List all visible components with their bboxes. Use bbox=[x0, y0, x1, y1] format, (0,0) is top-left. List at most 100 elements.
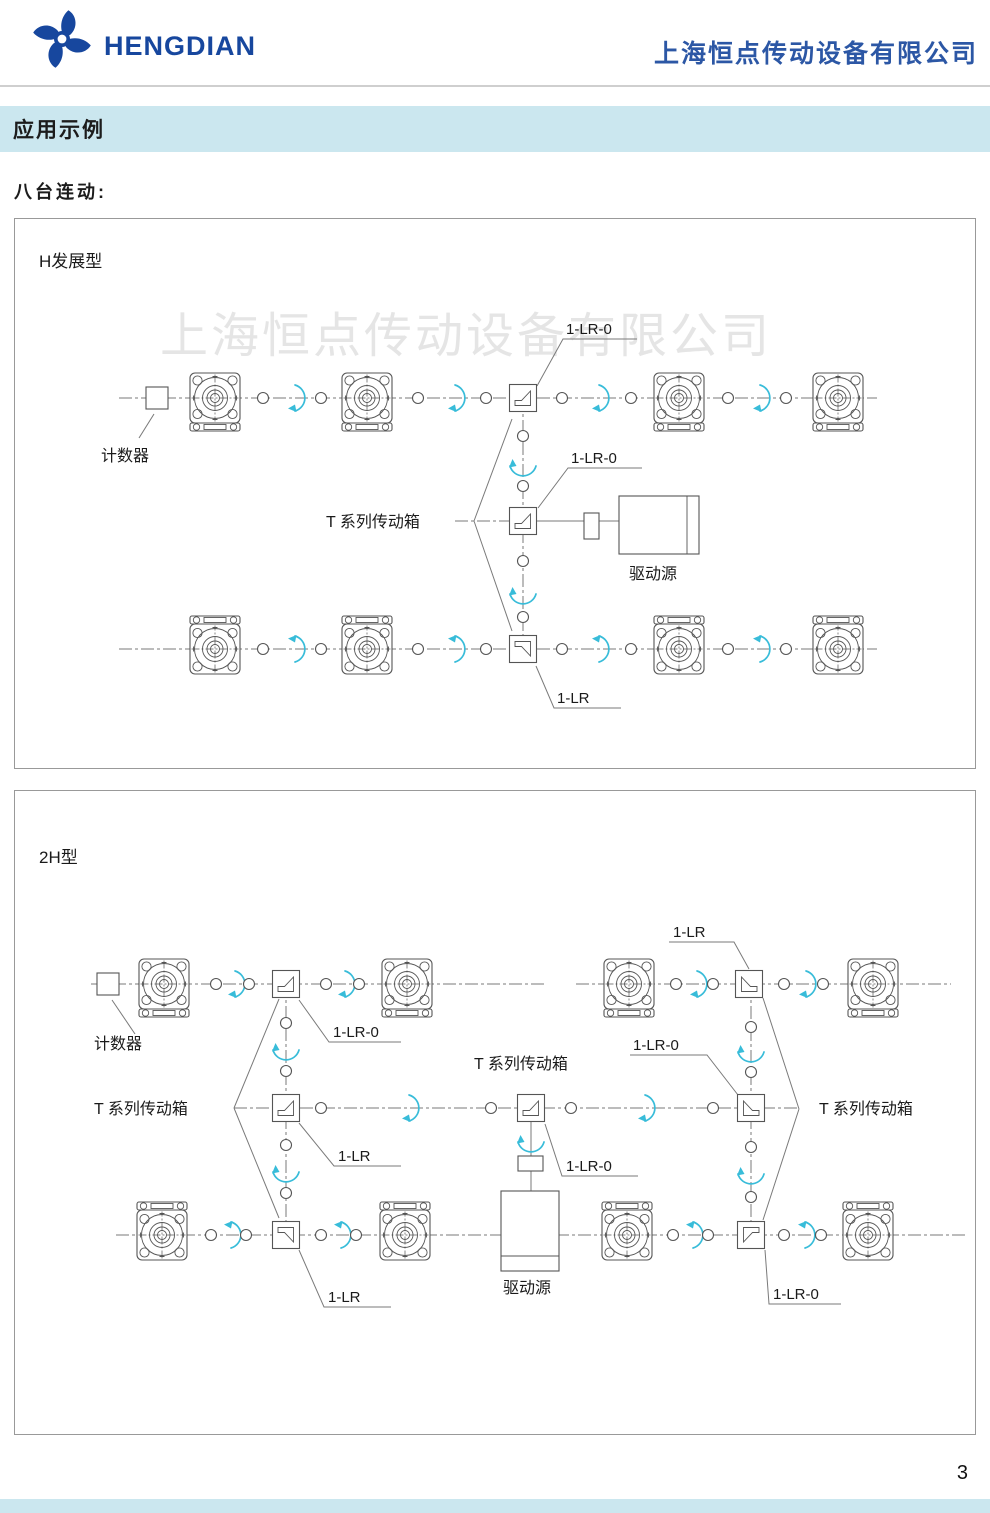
coupling-icon bbox=[484, 1101, 498, 1115]
label-1-lr: 1-LR bbox=[557, 690, 590, 707]
leader-line bbox=[764, 1249, 841, 1305]
gearbox-icon bbox=[189, 615, 241, 675]
coupling-icon bbox=[352, 977, 366, 991]
motor-coupling bbox=[583, 512, 600, 540]
gearbox-icon bbox=[812, 615, 864, 675]
coupling-icon bbox=[279, 1186, 293, 1200]
leader-line bbox=[298, 1122, 401, 1167]
callout-bracket bbox=[762, 997, 800, 1221]
coupling-icon bbox=[349, 1228, 363, 1242]
gearbox-icon bbox=[138, 958, 190, 1018]
coupling-icon bbox=[666, 1228, 680, 1242]
leader-line bbox=[138, 413, 155, 439]
corner-gearbox-icon bbox=[516, 1093, 546, 1123]
coupling-icon bbox=[411, 642, 425, 656]
corner-gearbox-icon bbox=[508, 634, 538, 664]
motor-coupling bbox=[517, 1155, 544, 1172]
coupling-icon bbox=[516, 479, 530, 493]
leader-line bbox=[536, 338, 637, 387]
coupling-icon bbox=[564, 1101, 578, 1115]
hengdian-logo-icon bbox=[33, 10, 91, 68]
coupling-icon bbox=[779, 391, 793, 405]
coupling-icon bbox=[721, 391, 735, 405]
callout-bracket bbox=[233, 998, 280, 1219]
label-drive-source: 驱动源 bbox=[629, 565, 677, 583]
corner-gearbox-icon bbox=[271, 969, 301, 999]
gearbox-icon bbox=[653, 615, 705, 675]
coupling-icon bbox=[777, 977, 791, 991]
label-t-series: T 系列传动箱 bbox=[819, 1100, 913, 1118]
coupling-icon bbox=[624, 391, 638, 405]
diagram1-title: H发展型 bbox=[39, 252, 102, 271]
coupling-icon bbox=[744, 1020, 758, 1034]
counter-box bbox=[96, 972, 120, 996]
coupling-icon bbox=[256, 391, 270, 405]
coupling-icon bbox=[516, 554, 530, 568]
label-1-lr-0: 1-LR-0 bbox=[633, 1037, 679, 1054]
label-1-lr-0: 1-LR-0 bbox=[773, 1286, 819, 1303]
gearbox-icon bbox=[653, 372, 705, 432]
label-1-lr-0: 1-LR-0 bbox=[566, 321, 612, 338]
leader-line bbox=[298, 999, 401, 1043]
coupling-icon bbox=[279, 1016, 293, 1030]
gearbox-icon bbox=[847, 958, 899, 1018]
label-1-lr-0: 1-LR-0 bbox=[571, 450, 617, 467]
coupling-icon bbox=[479, 391, 493, 405]
coupling-icon bbox=[814, 1228, 828, 1242]
page-header: HENGDIAN 上海恒点传动设备有限公司 bbox=[0, 0, 990, 87]
coupling-icon bbox=[777, 1228, 791, 1242]
coupling-icon bbox=[279, 1064, 293, 1078]
coupling-icon bbox=[314, 1228, 328, 1242]
diagram-2h-type: 2H型 bbox=[39, 848, 966, 1308]
label-t-series: T 系列传动箱 bbox=[94, 1100, 188, 1118]
gearbox-icon bbox=[381, 958, 433, 1018]
section-title: 应用示例 bbox=[13, 119, 105, 142]
gearbox-icon bbox=[341, 615, 393, 675]
label-1-lr-0: 1-LR-0 bbox=[566, 1158, 612, 1175]
watermark-text: 上海恒点传动设备有限公司 bbox=[160, 310, 772, 363]
gearbox-icon bbox=[603, 958, 655, 1018]
corner-gearbox-icon bbox=[271, 1220, 301, 1250]
coupling-icon bbox=[555, 642, 569, 656]
brand-block: HENGDIAN bbox=[30, 4, 256, 74]
gearbox-icon bbox=[842, 1201, 894, 1261]
coupling-icon bbox=[701, 1228, 715, 1242]
page-number: 3 bbox=[956, 1462, 968, 1484]
footer-bar bbox=[0, 1499, 990, 1513]
label-t-series: T 系列传动箱 bbox=[474, 1055, 568, 1073]
coupling-icon bbox=[744, 1065, 758, 1079]
section-banner: 应用示例 bbox=[0, 106, 990, 152]
coupling-icon bbox=[744, 1190, 758, 1204]
coupling-icon bbox=[744, 1140, 758, 1154]
label-counter: 计数器 bbox=[94, 1035, 142, 1053]
corner-gearbox-icon bbox=[271, 1093, 301, 1123]
coupling-icon bbox=[779, 642, 793, 656]
corner-gearbox-icon bbox=[736, 1093, 766, 1123]
diagram-h-type: 上海恒点传动设备有限公司 H发展型 bbox=[39, 252, 877, 709]
diagram2-title: 2H型 bbox=[39, 848, 78, 867]
gearbox-icon bbox=[379, 1201, 431, 1261]
coupling-icon bbox=[256, 642, 270, 656]
coupling-icon bbox=[706, 977, 720, 991]
coupling-icon bbox=[242, 977, 256, 991]
coupling-icon bbox=[816, 977, 830, 991]
label-counter: 计数器 bbox=[101, 447, 149, 465]
gearbox-icon bbox=[341, 372, 393, 432]
motor-body bbox=[500, 1190, 560, 1272]
coupling-icon bbox=[555, 391, 569, 405]
callout-bracket bbox=[473, 418, 513, 632]
coupling-icon bbox=[479, 642, 493, 656]
corner-gearbox-icon bbox=[734, 969, 764, 999]
brand-name: HENGDIAN bbox=[104, 30, 257, 61]
corner-gearbox-icon bbox=[508, 506, 538, 536]
company-name: 上海恒点传动设备有限公司 bbox=[653, 41, 978, 68]
leader-line bbox=[537, 467, 642, 509]
coupling-icon bbox=[721, 642, 735, 656]
coupling-icon bbox=[516, 429, 530, 443]
gearbox-icon bbox=[601, 1201, 653, 1261]
sub-section-title: 八台连动: bbox=[14, 182, 107, 202]
coupling-icon bbox=[319, 977, 333, 991]
coupling-icon bbox=[314, 642, 328, 656]
label-1-lr: 1-LR bbox=[673, 924, 706, 941]
label-1-lr-0: 1-LR-0 bbox=[333, 1024, 379, 1041]
